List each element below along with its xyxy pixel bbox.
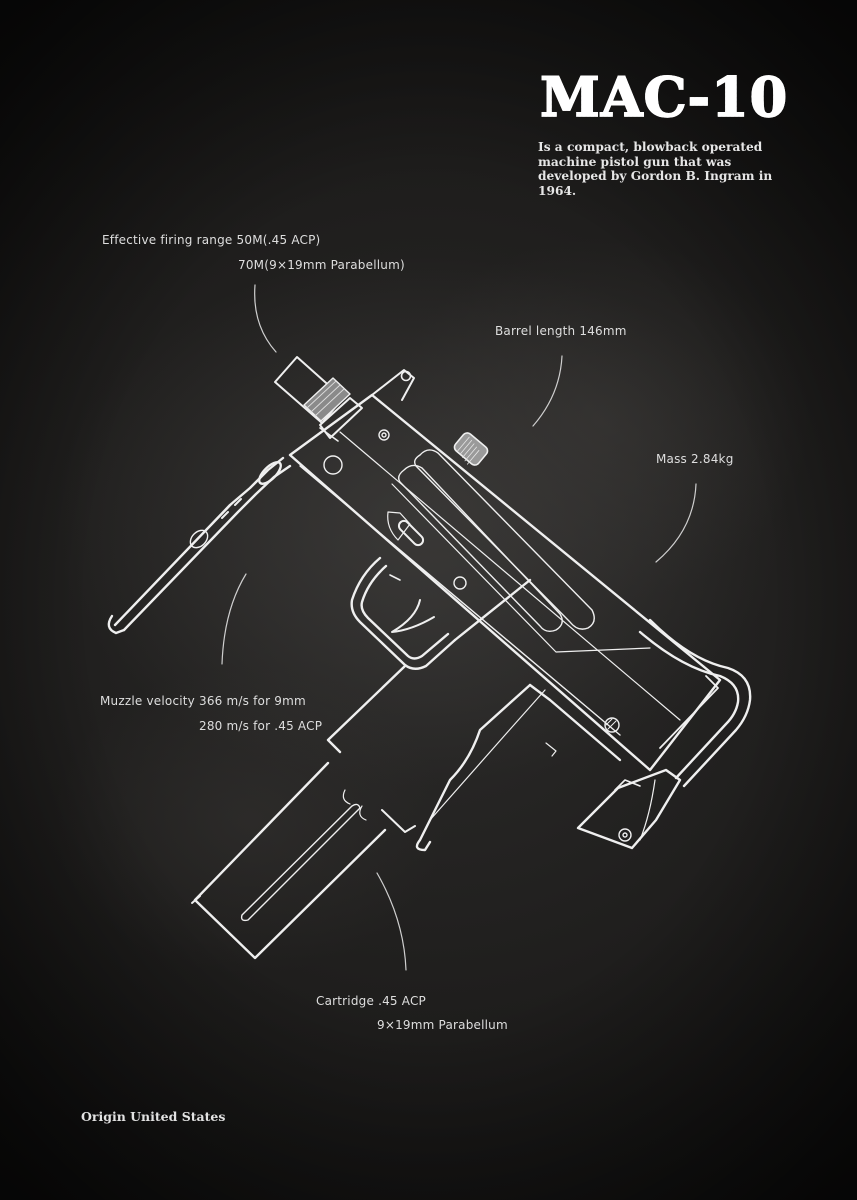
cocking-knob	[453, 432, 489, 466]
barrel	[274, 356, 363, 439]
mass-label: Mass 2.84kg	[656, 452, 734, 466]
cartridge-leader-line	[376, 872, 407, 971]
folding-stock	[576, 618, 752, 850]
receiver-slots	[391, 449, 651, 653]
sling-strap	[107, 456, 292, 635]
velocity-label-line1: Muzzle velocity 366 m/s for 9mm	[100, 694, 306, 708]
origin-label: Origin United States	[81, 1109, 226, 1124]
front-sight	[371, 369, 415, 401]
barrel-leader-line	[532, 355, 563, 427]
velocity-label-line2: 280 m/s for .45 ACP	[199, 719, 323, 733]
trigger	[391, 599, 435, 633]
callout-lines	[221, 284, 697, 971]
fire-selector	[387, 511, 425, 547]
magazine	[191, 761, 387, 960]
range-leader-line	[254, 284, 277, 353]
range-label-line1: Effective firing range 50M(.45 ACP)	[102, 233, 321, 247]
trigger-guard	[350, 556, 457, 670]
velocity-leader-line	[221, 573, 247, 665]
poster-title: MAC-10	[539, 65, 800, 129]
poster-description: Is a compact, blowback operated machine …	[538, 140, 773, 198]
cartridge-label-line2: 9×19mm Parabellum	[377, 1018, 508, 1032]
range-label-line2: 70M(9×19mm Parabellum)	[238, 258, 405, 272]
cartridge-label-line1: Cartridge .45 ACP	[316, 994, 426, 1008]
mass-leader-line	[655, 483, 697, 563]
barrel-length-label: Barrel length 146mm	[495, 324, 627, 338]
